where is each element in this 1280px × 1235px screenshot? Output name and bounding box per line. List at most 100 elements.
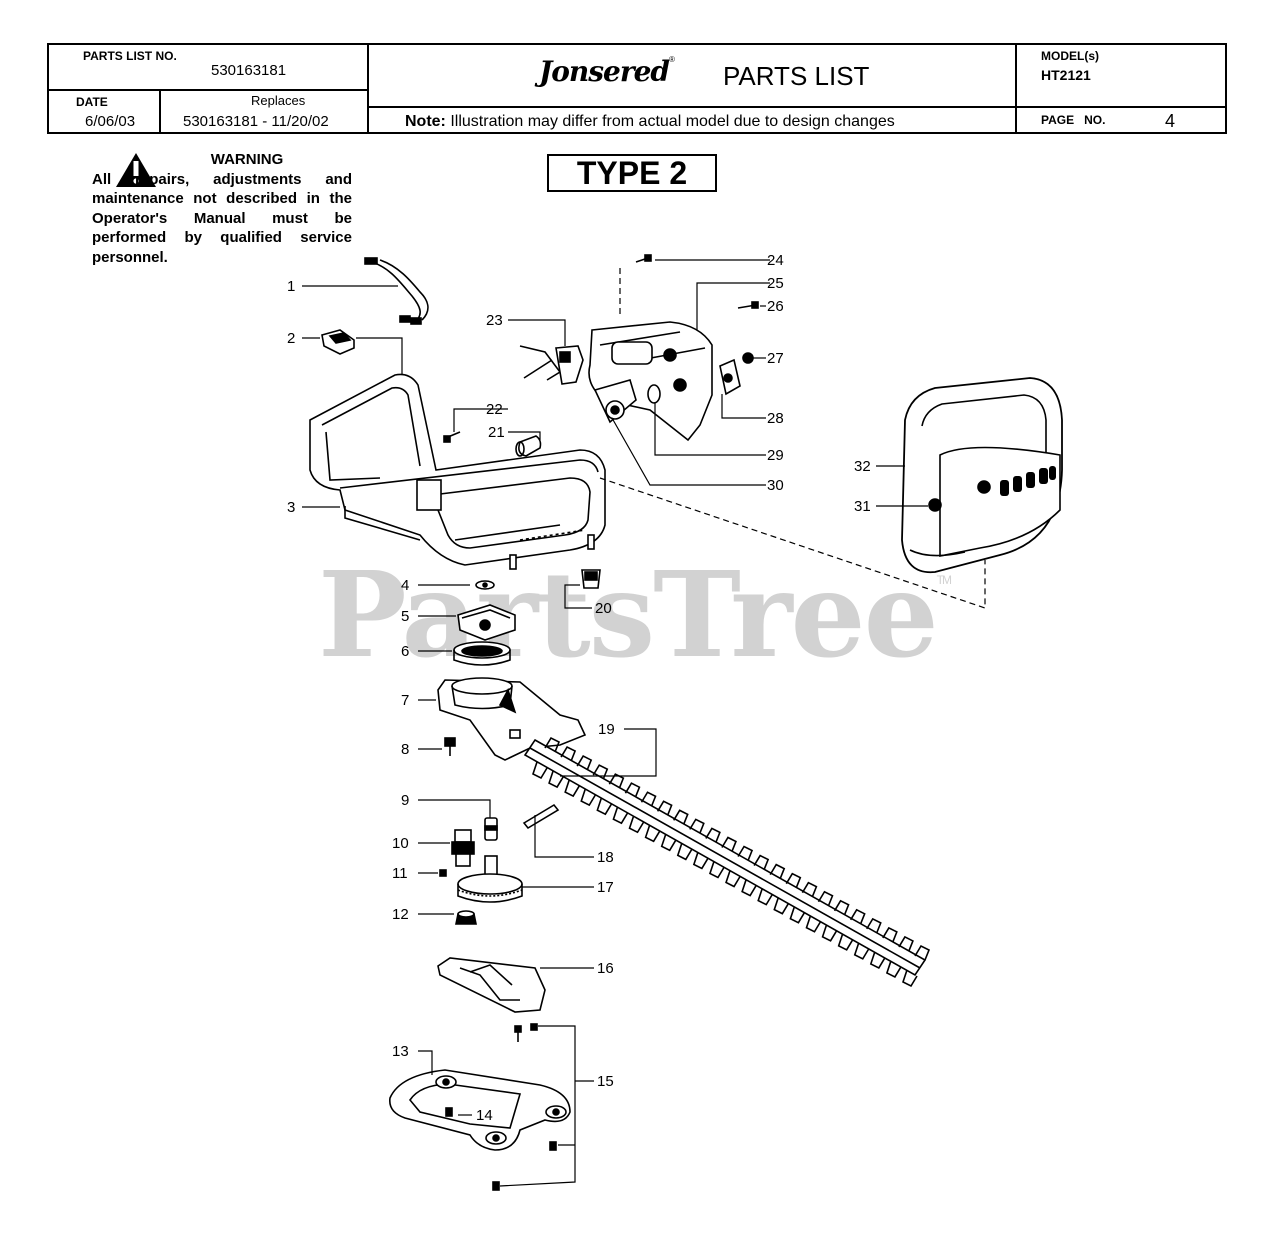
page-no-label: PAGE NO. — [1041, 113, 1106, 127]
model-label: MODEL(s) — [1041, 49, 1099, 63]
callout-8: 8 — [401, 741, 409, 758]
parts-list-no-label: PARTS LIST NO. — [83, 49, 177, 63]
blade-tooth — [548, 770, 564, 789]
model-value: HT2121 — [1041, 67, 1091, 83]
part-mount-20 — [581, 569, 601, 589]
part-handle-housing — [309, 373, 606, 570]
part-switch — [321, 329, 355, 355]
blade-tooth — [741, 879, 757, 897]
watermark-text: PartsTree — [318, 545, 939, 684]
callout-22: 22 — [486, 401, 503, 418]
callout-30: 30 — [767, 477, 784, 494]
page-title: PARTS LIST — [723, 61, 870, 91]
blade-tooth — [849, 908, 866, 925]
callout-7: 7 — [401, 692, 409, 709]
blade-tooth — [882, 926, 898, 943]
callout-6: 6 — [401, 643, 409, 660]
part-bottom-plate — [437, 957, 546, 1013]
blade-tooth — [596, 797, 613, 816]
part-washer-4 — [475, 580, 495, 590]
part-pin-9 — [484, 817, 498, 841]
part-washer — [647, 384, 661, 404]
callout-4: 4 — [401, 577, 409, 594]
blade-tooth — [914, 944, 931, 961]
date-value: 6/06/03 — [85, 113, 136, 130]
part-eccentric-10 — [451, 829, 475, 867]
blade-tooth — [576, 755, 593, 771]
part-handle-half — [588, 321, 713, 442]
watermark-tm: TM — [936, 573, 952, 587]
blade-tooth — [853, 942, 870, 960]
blade-tooth — [785, 872, 802, 888]
alignment-lines — [599, 268, 986, 609]
divider — [49, 89, 367, 91]
part-screws-31 — [928, 480, 991, 512]
warning-icon — [116, 153, 156, 187]
replaces-label: Replaces — [251, 93, 306, 108]
blade-tooth — [708, 861, 725, 879]
part-drive-gear — [457, 855, 523, 903]
design-note: Note: Illustration may differ from actua… — [405, 113, 895, 131]
callout-10: 10 — [392, 835, 409, 852]
divider — [1015, 45, 1017, 132]
blade-tooth — [866, 917, 882, 934]
blade-tooth — [833, 899, 850, 916]
callout-labels: 1 2 3 4 5 6 7 8 9 10 11 12 13 14 15 16 1… — [287, 252, 871, 1124]
warning-text: All repairs, adjustments and maintenance… — [92, 170, 352, 266]
blade-tooth — [532, 761, 548, 780]
blade-tooth — [757, 888, 773, 906]
blade-tooth — [902, 969, 918, 988]
callout-11: 11 — [392, 865, 408, 882]
note-label: Note: — [405, 113, 446, 130]
part-bushing — [593, 379, 637, 424]
blade-tooth — [753, 854, 770, 870]
blade-tooth — [692, 852, 709, 870]
part-key-18 — [522, 803, 560, 830]
callout-21: 21 — [488, 424, 505, 441]
callout-17: 17 — [597, 879, 614, 896]
page-no: 4 — [1165, 111, 1176, 131]
callout-26: 26 — [767, 298, 784, 315]
blade-tooth — [801, 881, 818, 897]
callout-32: 32 — [854, 458, 871, 475]
parts-list-no: 530163181 — [211, 62, 287, 79]
part-nut-12 — [455, 910, 477, 925]
divider — [367, 106, 1015, 108]
blade-tooth — [773, 897, 789, 915]
blade-tooth — [628, 816, 645, 834]
blade-tooth — [624, 782, 641, 798]
callout-27: 27 — [767, 350, 784, 367]
blade-tooth — [612, 806, 629, 825]
callout-2: 2 — [287, 330, 295, 347]
blade-tooth — [560, 745, 577, 762]
part-front-handle — [901, 377, 1063, 574]
callout-28: 28 — [767, 410, 784, 427]
blade-tooth — [564, 779, 580, 798]
blade-tooth — [673, 809, 689, 825]
part-screw-8 — [444, 737, 456, 756]
part-screw-14 — [445, 1107, 453, 1117]
blade-tooth — [721, 836, 737, 852]
part-throttle-trigger — [519, 345, 584, 385]
blade-tooth — [737, 845, 754, 861]
callout-19: 19 — [598, 721, 615, 738]
date-label: DATE — [76, 95, 108, 109]
callout-9: 9 — [401, 792, 409, 809]
leader-lines — [302, 259, 928, 1187]
blade-tooth — [592, 764, 609, 780]
blade-tooth — [885, 960, 902, 979]
part-screw-11 — [439, 869, 447, 877]
divider — [1017, 106, 1227, 108]
blade-tooth — [898, 935, 914, 952]
warning-title: WARNING — [210, 151, 284, 168]
callout-5: 5 — [401, 608, 409, 625]
blade-tooth — [644, 825, 661, 843]
brand-logo: Jonsered® — [539, 55, 675, 88]
blade-tooth — [656, 800, 673, 816]
part-gear-housing — [437, 677, 587, 761]
part-guard-13 — [388, 1069, 571, 1151]
type-label: TYPE 2 — [547, 154, 717, 192]
callout-16: 16 — [597, 960, 614, 977]
